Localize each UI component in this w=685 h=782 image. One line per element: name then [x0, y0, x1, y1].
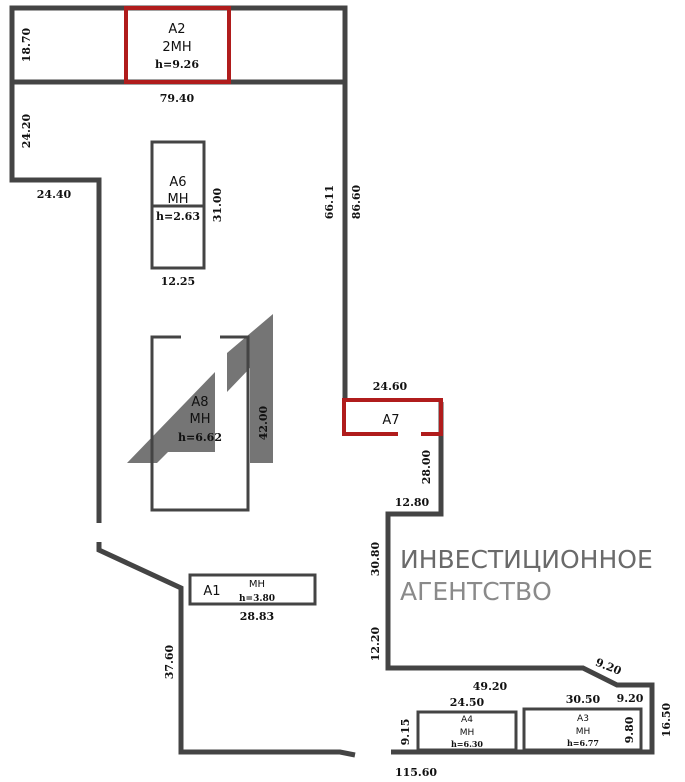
dim-24-20: 24.20 [20, 113, 33, 148]
dim-28-00: 28.00 [420, 449, 433, 484]
room-a1-name: A1 [203, 584, 220, 599]
room-a4[interactable] [416, 710, 518, 752]
room-a6-name: A6 [169, 175, 186, 190]
dim-30-80: 30.80 [369, 541, 382, 576]
dim-42-00: 42.00 [257, 405, 270, 440]
watermark-line2: АГЕНТСТВО [400, 577, 552, 606]
dim-28-83: 28.83 [240, 610, 274, 623]
outer-wall-right [385, 402, 655, 755]
room-a2-type: 2MH [162, 40, 191, 55]
room-a4-name: A4 [461, 715, 473, 725]
dim-79-40: 79.40 [160, 92, 195, 105]
outer-wall-left-lower [96, 542, 356, 758]
watermark-line1: ИНВЕСТИЦИОННОЕ [400, 545, 653, 574]
dim-24-50: 24.50 [450, 696, 485, 709]
room-a4-type: MH [460, 728, 475, 738]
dim-9-20-lower: 9.20 [617, 692, 644, 705]
dim-31-00: 31.00 [211, 187, 224, 222]
dim-24-60: 24.60 [373, 380, 408, 393]
room-a1-type: MH [249, 579, 265, 590]
dim-30-50: 30.50 [566, 693, 601, 706]
room-a8-name: A8 [191, 395, 208, 410]
room-a1[interactable] [188, 573, 317, 606]
room-a6-type: MH [168, 192, 189, 207]
room-a1-height: h=3.80 [239, 594, 275, 604]
room-a7-highlight[interactable] [342, 398, 443, 436]
room-a8-height: h=6.62 [178, 431, 222, 444]
room-a7-name: A7 [382, 413, 399, 428]
dim-12-25: 12.25 [161, 275, 195, 288]
room-a2-highlight[interactable] [124, 6, 231, 84]
room-a8-type: MH [190, 412, 211, 427]
dim-49-20: 49.20 [473, 680, 508, 693]
room-a3-type: MH [576, 727, 591, 737]
room-a2-height: h=9.26 [155, 58, 199, 71]
room-a3-name: A3 [577, 714, 589, 724]
room-a4-height: h=6.30 [451, 739, 483, 749]
room-a8[interactable] [150, 335, 250, 512]
agency-logo [127, 314, 273, 463]
dim-9-15: 9.15 [399, 719, 412, 746]
dim-18-70: 18.70 [20, 27, 33, 62]
dim-12-20: 12.20 [369, 626, 382, 661]
room-a6-height: h=2.63 [156, 210, 200, 223]
dim-12-80: 12.80 [395, 496, 430, 509]
dim-115-60: 115.60 [395, 766, 437, 779]
dim-16-50: 16.50 [660, 702, 673, 737]
dim-9-80: 9.80 [623, 716, 636, 743]
dim-66-11: 66.11 [323, 185, 336, 219]
dim-24-40: 24.40 [37, 188, 72, 201]
dim-86-60: 86.60 [350, 184, 363, 219]
room-a3-height: h=6.77 [567, 738, 599, 748]
dim-37-60: 37.60 [163, 644, 176, 679]
room-a2-name: A2 [168, 22, 185, 37]
room-a3[interactable] [522, 707, 643, 752]
outer-wall-left [9, 82, 102, 523]
